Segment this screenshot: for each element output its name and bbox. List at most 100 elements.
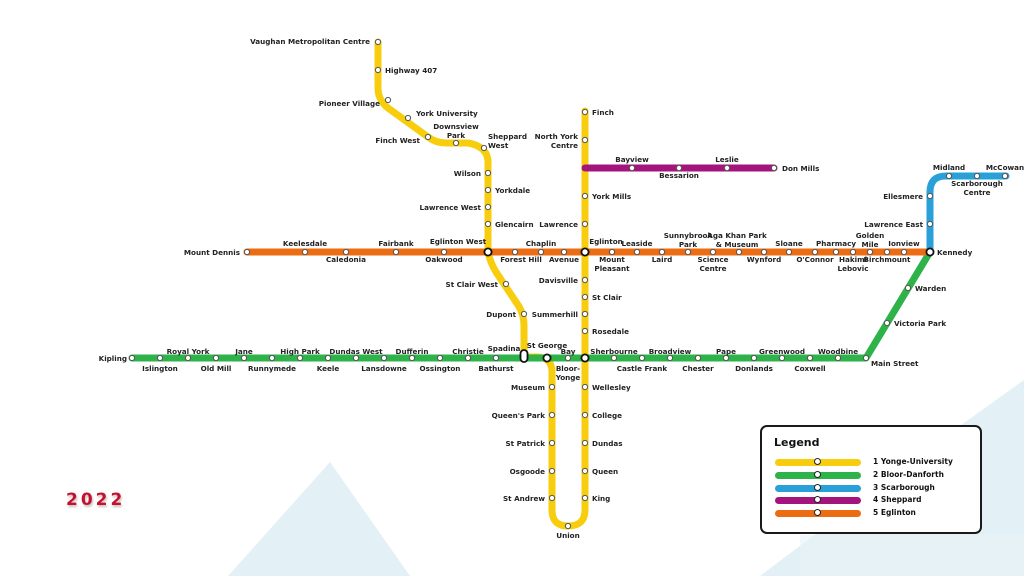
station-marker-highway-407: [374, 66, 382, 74]
station-label-wellesley: Wellesley: [592, 383, 631, 392]
station-dot-icon: [814, 509, 821, 516]
station-label-st-george: St George: [527, 341, 568, 350]
station-label-highway-407: Highway 407: [385, 66, 437, 75]
station-label-royal-york: Royal York: [167, 347, 210, 356]
station-marker-coxwell: [806, 354, 814, 362]
station-marker-king: [581, 494, 589, 502]
station-label-sherbourne: Sherbourne: [590, 347, 638, 356]
station-marker-osgoode: [548, 467, 556, 475]
station-marker-college: [581, 411, 589, 419]
station-marker-ellesmere: [926, 192, 934, 200]
station-label-avenue: Avenue: [549, 255, 579, 264]
station-marker-davisville: [581, 276, 589, 284]
station-marker-jane: [240, 354, 248, 362]
year-label: 2022: [66, 490, 126, 510]
station-label-coxwell: Coxwell: [794, 364, 825, 373]
station-label-caledonia: Caledonia: [326, 255, 366, 264]
station-label-victoria-park: Victoria Park: [894, 319, 946, 328]
station-marker-warden: [904, 284, 912, 292]
station-label-finch-west: Finch West: [375, 136, 420, 145]
station-label-museum: Museum: [511, 383, 545, 392]
station-marker-dufferin: [408, 354, 416, 362]
station-marker-bessarion: [675, 164, 683, 172]
station-label-wilson: Wilson: [454, 169, 481, 178]
station-label-st-clair: St Clair: [592, 293, 622, 302]
station-marker-bay: [564, 354, 572, 362]
station-marker-sheppard-west: [480, 144, 488, 152]
station-marker-chester: [694, 354, 702, 362]
station-marker-dundas-west: [352, 354, 360, 362]
legend-item-sheppard: 4 Sheppard: [775, 495, 975, 506]
station-marker-christie: [464, 354, 472, 362]
station-label-eglinton: Eglinton: [589, 237, 623, 246]
station-label-lawrence-west: Lawrence West: [419, 203, 481, 212]
station-marker-fairbank: [392, 248, 400, 256]
station-label-sloane: Sloane: [775, 239, 803, 248]
station-marker-main-street: [862, 354, 870, 362]
station-marker-queen: [581, 467, 589, 475]
station-dot-icon: [814, 471, 821, 478]
station-label-dufferin: Dufferin: [396, 347, 429, 356]
station-marker-summerhill: [581, 310, 589, 318]
station-marker-vaughan-metropolitan-centre: [374, 38, 382, 46]
station-marker-woodbine: [834, 354, 842, 362]
station-marker-keele: [324, 354, 332, 362]
station-label-o-connor: O'Connor: [796, 255, 834, 264]
station-marker-science-centre: [709, 248, 717, 256]
station-label-midland: Midland: [933, 163, 965, 172]
station-label-lansdowne: Lansdowne: [361, 364, 407, 373]
station-marker-mccowan: [1001, 172, 1009, 180]
station-label-union: Union: [556, 531, 579, 540]
station-label-mount-dennis: Mount Dennis: [184, 248, 240, 257]
station-label-st-patrick: St Patrick: [505, 439, 545, 448]
station-label-dundas-west: Dundas West: [329, 347, 383, 356]
station-label-keelesdale: Keelesdale: [283, 239, 327, 248]
legend-item-yonge-university: 1 Yonge-University: [775, 457, 975, 468]
station-label-rosedale: Rosedale: [592, 327, 629, 336]
station-marker-ionview: [900, 248, 908, 256]
legend-title: Legend: [774, 436, 820, 449]
station-marker-st-george: [542, 353, 552, 363]
station-marker-wilson: [484, 169, 492, 177]
station-marker-st-andrew: [548, 494, 556, 502]
legend-panel: Legend 1 Yonge-University 2 Bloor-Danfor…: [760, 425, 982, 534]
station-label-queen: Queen: [592, 467, 618, 476]
station-label-chaplin: Chaplin: [526, 239, 556, 248]
station-label-dundas: Dundas: [592, 439, 622, 448]
station-marker-oakwood: [440, 248, 448, 256]
station-marker-midland: [945, 172, 953, 180]
station-marker-north-york-centre: [581, 136, 589, 144]
station-label-davisville: Davisville: [539, 276, 578, 285]
station-marker-o-connor: [811, 248, 819, 256]
station-label-donlands: Donlands: [735, 364, 773, 373]
station-label-christie: Christie: [452, 347, 484, 356]
station-marker-york-university: [404, 114, 412, 122]
station-marker-golden-mile: [866, 248, 874, 256]
station-label-oakwood: Oakwood: [425, 255, 462, 264]
station-marker-castle-frank: [638, 354, 646, 362]
station-label-mccowan: McCowan: [986, 163, 1024, 172]
station-marker-york-mills: [581, 192, 589, 200]
station-label-glencairn: Glencairn: [495, 220, 534, 229]
station-marker-eglinton: [580, 247, 590, 257]
station-marker-spadina: [519, 349, 529, 363]
station-label-st-clair-west: St Clair West: [446, 280, 499, 289]
station-marker-mount-dennis: [243, 248, 251, 256]
station-marker-victoria-park: [883, 319, 891, 327]
station-marker-leaside: [633, 248, 641, 256]
station-marker-dundas: [581, 439, 589, 447]
station-label-leslie: Leslie: [715, 155, 739, 164]
station-label-pape: Pape: [716, 347, 736, 356]
station-label-old-mill: Old Mill: [201, 364, 232, 373]
station-label-bathurst: Bathurst: [478, 364, 514, 373]
station-marker-lawrence-west: [484, 203, 492, 211]
station-label-yorkdale: Yorkdale: [494, 186, 530, 195]
station-label-jane: Jane: [234, 347, 253, 356]
station-marker-pape: [722, 354, 730, 362]
station-marker-wynford: [760, 248, 768, 256]
station-label-laird: Laird: [652, 255, 673, 264]
